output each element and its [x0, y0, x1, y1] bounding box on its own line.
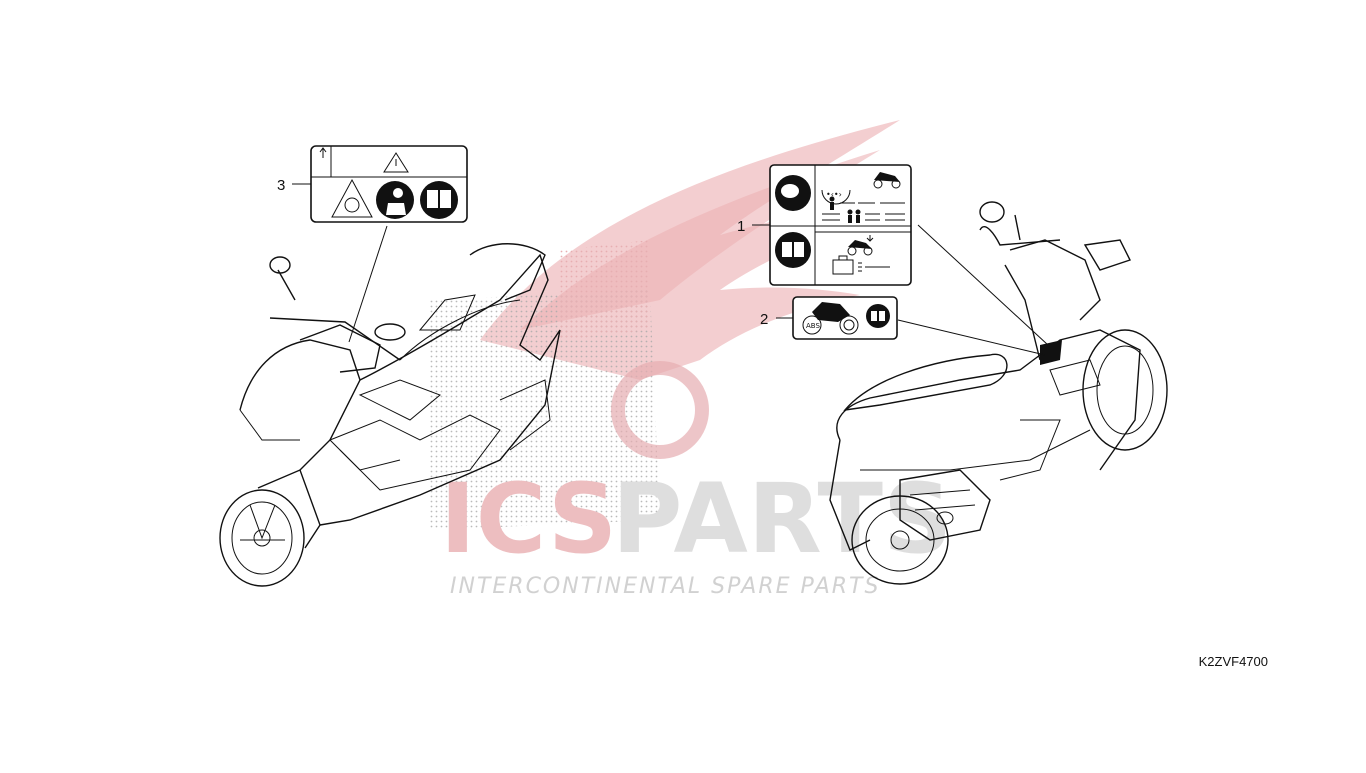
label-2[interactable]: ABS — [792, 296, 898, 340]
helmet-icon — [775, 175, 811, 211]
manual-icon-2 — [866, 304, 890, 328]
scooter-icon — [873, 172, 901, 189]
mechanic-icon — [376, 181, 414, 219]
abs-icon: ABS — [802, 315, 822, 335]
rider-icon — [829, 196, 905, 210]
diagram-code: K2ZVF4700 — [1198, 654, 1268, 669]
manual-icon — [775, 232, 811, 268]
motorcycle-icon — [812, 302, 850, 322]
tire-warning-icon — [331, 178, 373, 218]
scooter-left — [219, 243, 561, 587]
watermark-tagline: INTERCONTINENTAL SPARE PARTS — [450, 574, 880, 599]
luggage-icon — [832, 255, 890, 275]
up-arrow-icon — [319, 147, 327, 158]
manual-wrench-icon — [420, 181, 458, 219]
leader-lines — [292, 183, 1049, 356]
callout-1[interactable]: 1 — [737, 218, 745, 235]
watermark-brand-a: ICS — [440, 463, 617, 575]
callout-3[interactable]: 3 — [277, 177, 285, 194]
scooter-right — [829, 201, 1168, 585]
svg-text:•‹•›: •‹•› — [826, 190, 842, 199]
watermark-brand-b: PARTS — [612, 463, 952, 575]
warning-triangle-icon — [383, 152, 409, 173]
tire-pressure-icon: •‹•› — [821, 189, 851, 205]
two-riders-icon — [822, 209, 905, 223]
svg-text:ABS: ABS — [806, 322, 820, 330]
brake-disc-icon — [839, 315, 859, 335]
label-3[interactable] — [310, 145, 468, 223]
label-1[interactable]: •‹•› — [769, 164, 912, 286]
scooter-load-icon — [847, 235, 874, 256]
callout-2[interactable]: 2 — [760, 311, 768, 328]
